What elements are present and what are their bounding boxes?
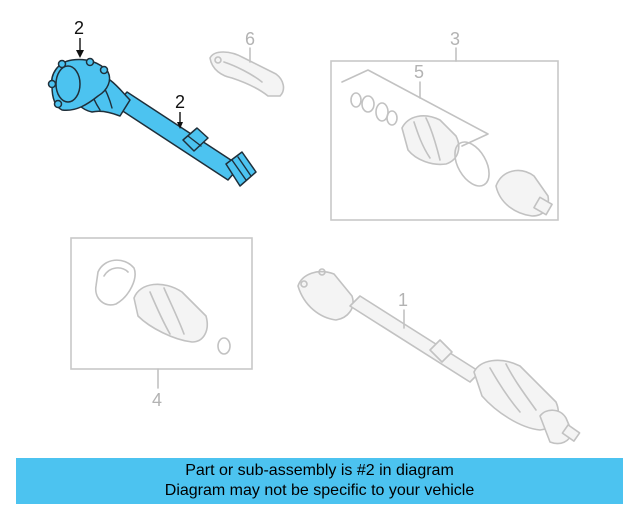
callout-2-joint: 2	[74, 18, 84, 38]
boot-ridge	[149, 291, 171, 335]
spline-line	[237, 156, 252, 177]
part-4-box	[70, 237, 253, 370]
callout-2-shaft: 2	[175, 92, 185, 112]
outer-boot	[401, 115, 460, 166]
callout-4: 4	[152, 390, 162, 410]
boot-ridge	[425, 117, 441, 161]
callout-2-shaft-arrow	[177, 122, 183, 129]
banner-line-1: Part or sub-assembly is #2 in diagram	[185, 462, 454, 479]
boot-ridge	[163, 287, 185, 335]
part-6-bracket[interactable]	[209, 51, 285, 97]
callout-2-joint-arrow	[76, 50, 84, 58]
part-5-components[interactable]	[350, 92, 496, 192]
collar-line	[187, 135, 202, 147]
bracket-hole	[214, 56, 222, 64]
parts-diagram: 2 2 6 3 5 4	[47, 18, 581, 445]
inner-joint	[297, 270, 354, 321]
part-5-bracket	[341, 69, 489, 147]
shaft-collar	[429, 339, 453, 363]
bracket-edge	[223, 61, 263, 83]
highlighted-part-2[interactable]	[47, 57, 257, 187]
small-clip	[217, 337, 231, 355]
callout-3: 3	[450, 29, 460, 49]
boot-ridge	[489, 367, 521, 413]
joint-stub	[533, 196, 553, 216]
boot-ridge	[505, 363, 537, 411]
bolt-lug	[99, 65, 109, 75]
shaft	[349, 295, 481, 383]
callout-6: 6	[245, 29, 255, 49]
banner-line-2: Diagram may not be specific to your vehi…	[164, 482, 475, 499]
bolt-lug	[300, 280, 308, 288]
boot-clamp	[94, 259, 136, 306]
spline-line	[231, 159, 247, 181]
bolt-lug	[53, 99, 63, 109]
bolt-lug	[57, 59, 67, 69]
bolt-lug	[85, 57, 95, 67]
bolt-lug	[318, 268, 326, 276]
part-1-axle-assembly[interactable]	[297, 268, 581, 445]
large-clamp	[454, 141, 490, 187]
snap-ring	[350, 92, 362, 108]
inner-boot	[133, 283, 208, 343]
part-4-components[interactable]	[94, 259, 231, 355]
joint-face	[55, 65, 81, 103]
clamp-small-2	[386, 110, 398, 126]
callout-5: 5	[414, 62, 424, 82]
splined-end[interactable]	[225, 151, 257, 187]
shaft-collar	[182, 127, 209, 152]
callout-1: 1	[398, 290, 408, 310]
outer-cv-joint[interactable]	[495, 169, 553, 217]
info-banner: Part or sub-assembly is #2 in diagram Di…	[16, 458, 623, 504]
boot-ridge	[413, 121, 431, 159]
bolt-lug	[47, 79, 57, 89]
part-3-box	[330, 60, 559, 221]
clamp-small	[375, 102, 389, 122]
outer-stub	[561, 424, 581, 442]
ring-washer	[361, 95, 375, 113]
clamp-band	[103, 267, 129, 277]
